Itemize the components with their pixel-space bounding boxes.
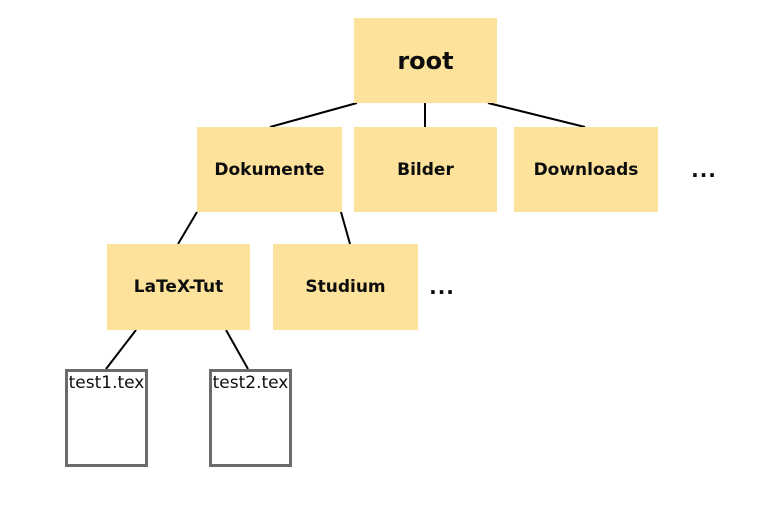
node-downloads: Downloads [514, 127, 658, 212]
node-studium: Studium [273, 244, 418, 330]
node-file-test1: test1.tex [65, 369, 148, 467]
edge-root-downloads [487, 102, 586, 128]
edge-latex-test1 [105, 329, 137, 370]
edge-dokumente-studium [340, 211, 351, 245]
node-dokumente: Dokumente [197, 127, 342, 212]
node-bilder: Bilder [354, 127, 497, 212]
ellipsis-level2: ... [691, 157, 717, 182]
ellipsis-level3: ... [429, 275, 455, 299]
edge-latex-test2 [225, 329, 249, 370]
node-root: root [354, 18, 497, 103]
edge-root-dokumente [269, 102, 358, 128]
node-latex-tut: LaTeX-Tut [107, 244, 250, 330]
edge-dokumente-latex [177, 211, 198, 245]
node-file-test2: test2.tex [209, 369, 292, 467]
